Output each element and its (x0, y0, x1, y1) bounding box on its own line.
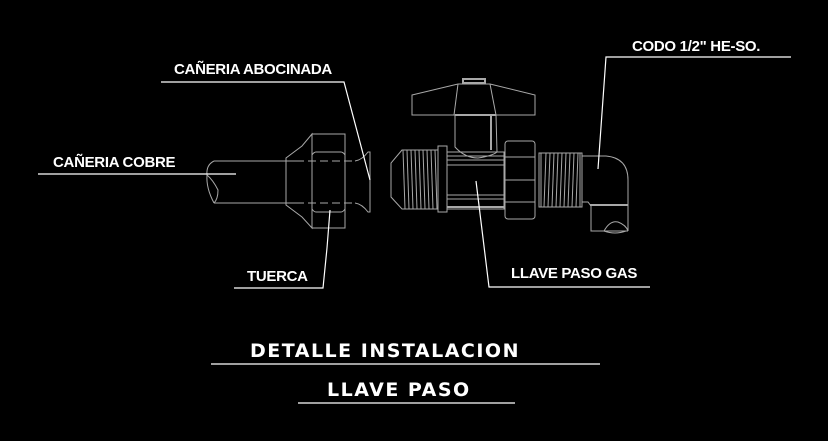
threaded-nipple-right (538, 152, 583, 208)
title-line2: LLAVE PASO (327, 379, 471, 401)
label-codo: CODO 1/2" HE-SO. (632, 38, 760, 55)
label-caneria-abocinada: CAÑERIA ABOCINADA (174, 60, 332, 78)
label-tuerca: TUERCA (247, 268, 308, 285)
elbow-fitting (582, 155, 629, 234)
copper-pipe (206, 151, 371, 213)
title-block: DETALLE INSTALACION LLAVE PASO (211, 340, 600, 404)
label-caneria-cobre: CAÑERIA COBRE (53, 153, 176, 171)
title-line1: DETALLE INSTALACION (250, 340, 520, 362)
valve-body (390, 78, 536, 220)
nut (285, 132, 346, 230)
label-llave-paso-gas: LLAVE PASO GAS (511, 265, 637, 282)
leader-lines (38, 56, 791, 289)
